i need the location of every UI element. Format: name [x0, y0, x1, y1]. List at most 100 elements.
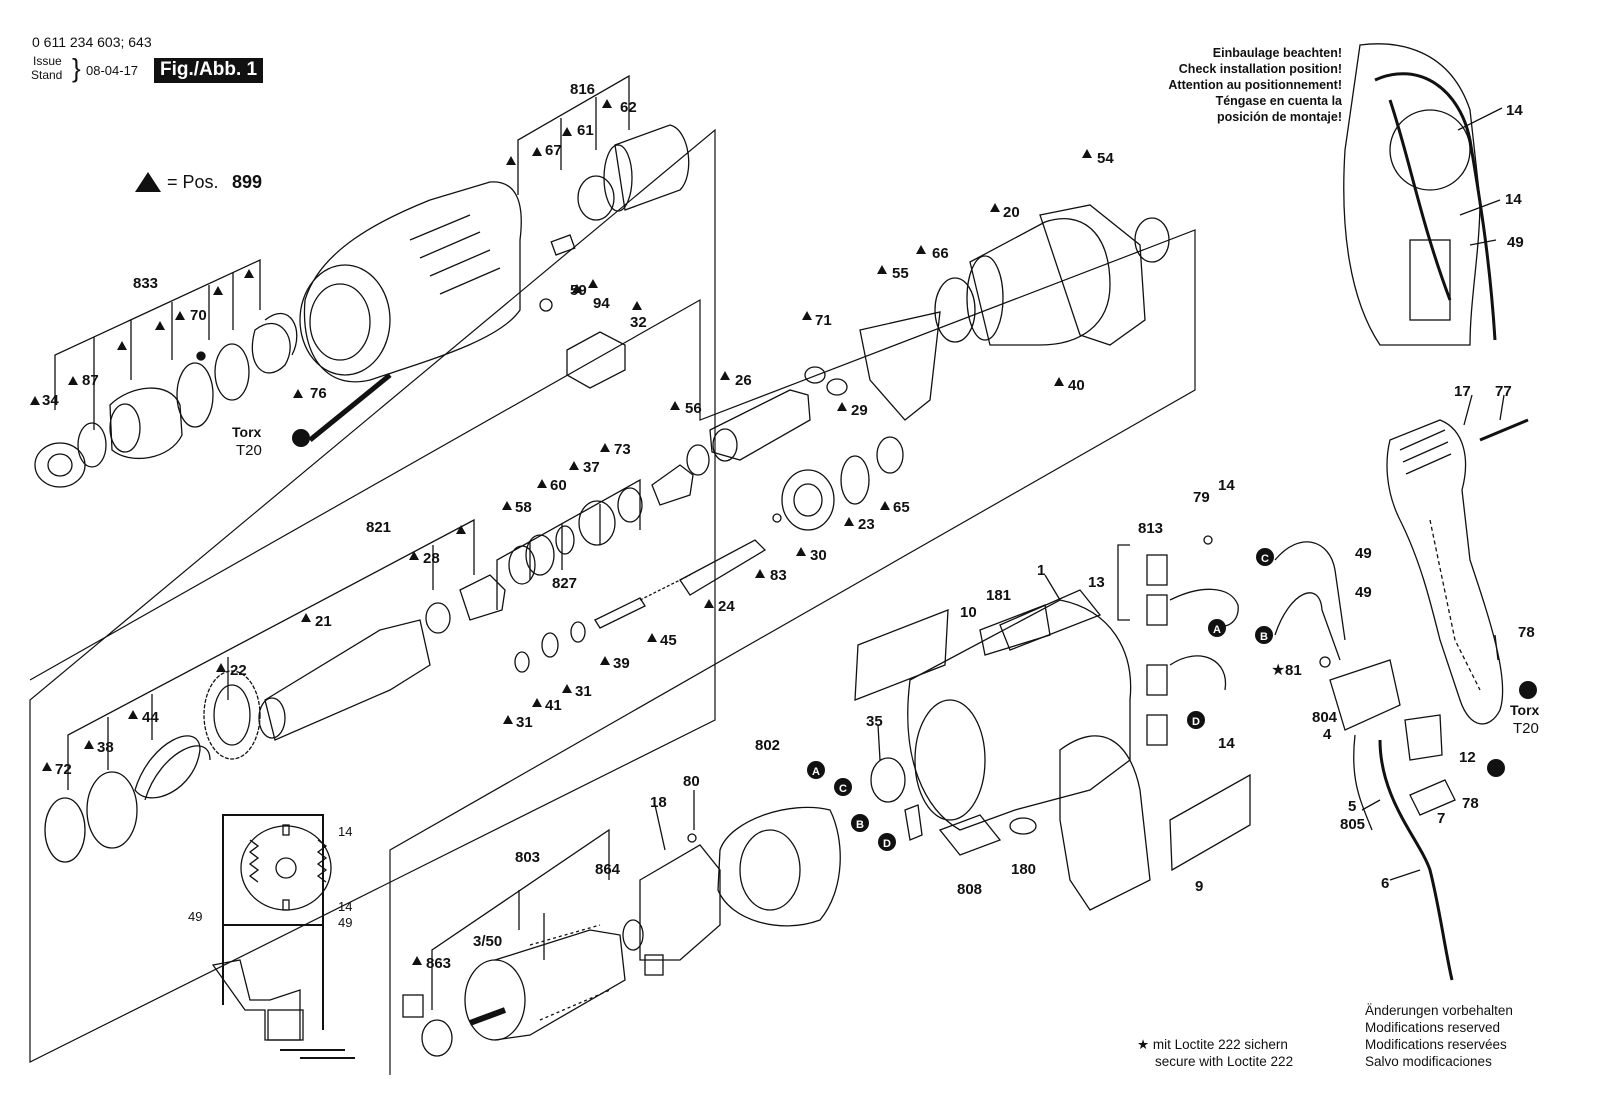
loctite-line-de: mit Loctite 222 sichern — [1152, 1037, 1288, 1052]
triangle-icon — [755, 569, 765, 578]
callout-24: 24 — [718, 598, 735, 615]
triangle-icon — [837, 402, 847, 411]
brush-holder-lower — [1146, 714, 1168, 746]
suppressor-12 — [1404, 714, 1443, 761]
callout-816: 816 — [570, 81, 595, 98]
locking-sleeve — [109, 387, 183, 460]
triangle-icon — [647, 633, 657, 642]
triangle-icon — [916, 245, 926, 254]
spring-ring — [251, 312, 298, 374]
callout-41: 41 — [545, 697, 562, 714]
callout-22: 22 — [230, 662, 247, 679]
triangle-icon — [502, 501, 512, 510]
callout-80: 80 — [683, 773, 700, 790]
callout-61: 61 — [577, 122, 594, 139]
callout-7: 7 — [1437, 810, 1445, 827]
o-ring-59 — [539, 298, 553, 312]
triangle-icon — [704, 599, 714, 608]
rubber-sleeve — [904, 804, 923, 841]
triangle-icon — [670, 401, 680, 410]
triangle-icon — [301, 613, 311, 622]
bearing-863 — [421, 1019, 453, 1057]
brush-holder-upper — [1146, 664, 1168, 696]
circlip-72 — [44, 797, 86, 863]
callout-5: 5 — [1348, 798, 1356, 815]
callout-49b: 49 — [1355, 545, 1372, 562]
triangle-icon — [600, 443, 610, 452]
callout-labels: 816 62 61 67 833 70 87 34 59 94 32 76 54… — [42, 81, 1535, 972]
connector-a-text-2: A — [1213, 624, 1221, 636]
connector-a-text: A — [812, 766, 820, 778]
callout-6: 6 — [1381, 875, 1389, 892]
ring-37 — [617, 487, 643, 523]
triangle-icon — [990, 203, 1000, 212]
callout-73: 73 — [614, 441, 631, 458]
callout-4: 4 — [1323, 726, 1332, 743]
callout-181: 181 — [986, 587, 1011, 604]
connector-b-marker — [851, 814, 869, 832]
bearing-35 — [870, 757, 906, 803]
screw-80 — [687, 833, 697, 843]
triangle-icon — [84, 740, 94, 749]
callout-56: 56 — [685, 400, 702, 417]
carbon-brush-upper — [1146, 554, 1168, 586]
pos-899-markers — [30, 99, 1092, 965]
torx-size-left: T20 — [236, 442, 262, 459]
callout-23: 23 — [858, 516, 875, 533]
triangle-icon — [844, 517, 854, 526]
callout-18: 18 — [650, 794, 667, 811]
callout-38: 38 — [97, 739, 114, 756]
callout-26: 26 — [735, 372, 752, 389]
issue-date: 08-04-17 — [86, 63, 139, 78]
triangle-icon — [562, 684, 572, 693]
triangle-icon — [588, 279, 598, 288]
callout-30: 30 — [810, 547, 827, 564]
washer-70 — [176, 362, 214, 428]
mod-line-fr: Modifications reservées — [1365, 1037, 1507, 1052]
handle-half-17 — [1386, 419, 1504, 725]
screw-79 — [1203, 535, 1213, 545]
switch-block-32 — [566, 331, 626, 389]
label-808 — [938, 814, 1002, 856]
screw-77 — [1479, 418, 1529, 442]
cable-clamp-7 — [1409, 779, 1456, 816]
impact-piston — [459, 574, 506, 621]
callout-803: 803 — [515, 849, 540, 866]
callout-14a: 14 — [1506, 102, 1523, 119]
bracket-816 — [517, 74, 630, 195]
triangle-icon — [602, 99, 612, 108]
retainer-ring — [214, 343, 250, 401]
figure-label: Fig./Abb. 1 — [154, 58, 264, 83]
callout-94: 94 — [593, 295, 610, 312]
note-line-es-1: Téngase en cuenta la — [1215, 94, 1342, 108]
wire-c — [1274, 541, 1346, 641]
ball-83 — [772, 513, 782, 523]
callout-821: 821 — [366, 519, 391, 536]
torx-size-right: T20 — [1513, 720, 1539, 737]
mains-cable-6 — [1378, 739, 1454, 981]
callout-864: 864 — [595, 861, 621, 878]
callout-32: 32 — [630, 314, 647, 331]
note-line-es-2: posición de montaje! — [1216, 110, 1342, 124]
housing-fins — [999, 589, 1102, 651]
ring-87 — [77, 422, 107, 468]
callout-79: 79 — [1193, 489, 1210, 506]
triangle-icon — [802, 311, 812, 320]
star-icon: ★ — [1137, 1037, 1153, 1052]
label-180 — [1009, 817, 1037, 835]
modifications-note: Änderungen vorbehalten Modifications res… — [1365, 1002, 1513, 1070]
ball — [196, 351, 206, 361]
triangle-icon — [880, 501, 890, 510]
callout-71: 71 — [815, 312, 832, 329]
connector-markers: A C B D A D C B — [807, 548, 1274, 851]
connector-d-text: D — [883, 838, 891, 850]
inset-install-position — [1343, 43, 1497, 346]
triangle-icon — [135, 172, 161, 192]
callout-35: 35 — [866, 713, 883, 730]
motor-housing-1 — [907, 589, 1151, 911]
legend-pos-text: = Pos. — [167, 172, 219, 192]
rubber-pad — [402, 994, 424, 1018]
callout-34: 34 — [42, 392, 59, 409]
callout-20: 20 — [1003, 204, 1020, 221]
callout-14e: 14 — [338, 824, 352, 839]
